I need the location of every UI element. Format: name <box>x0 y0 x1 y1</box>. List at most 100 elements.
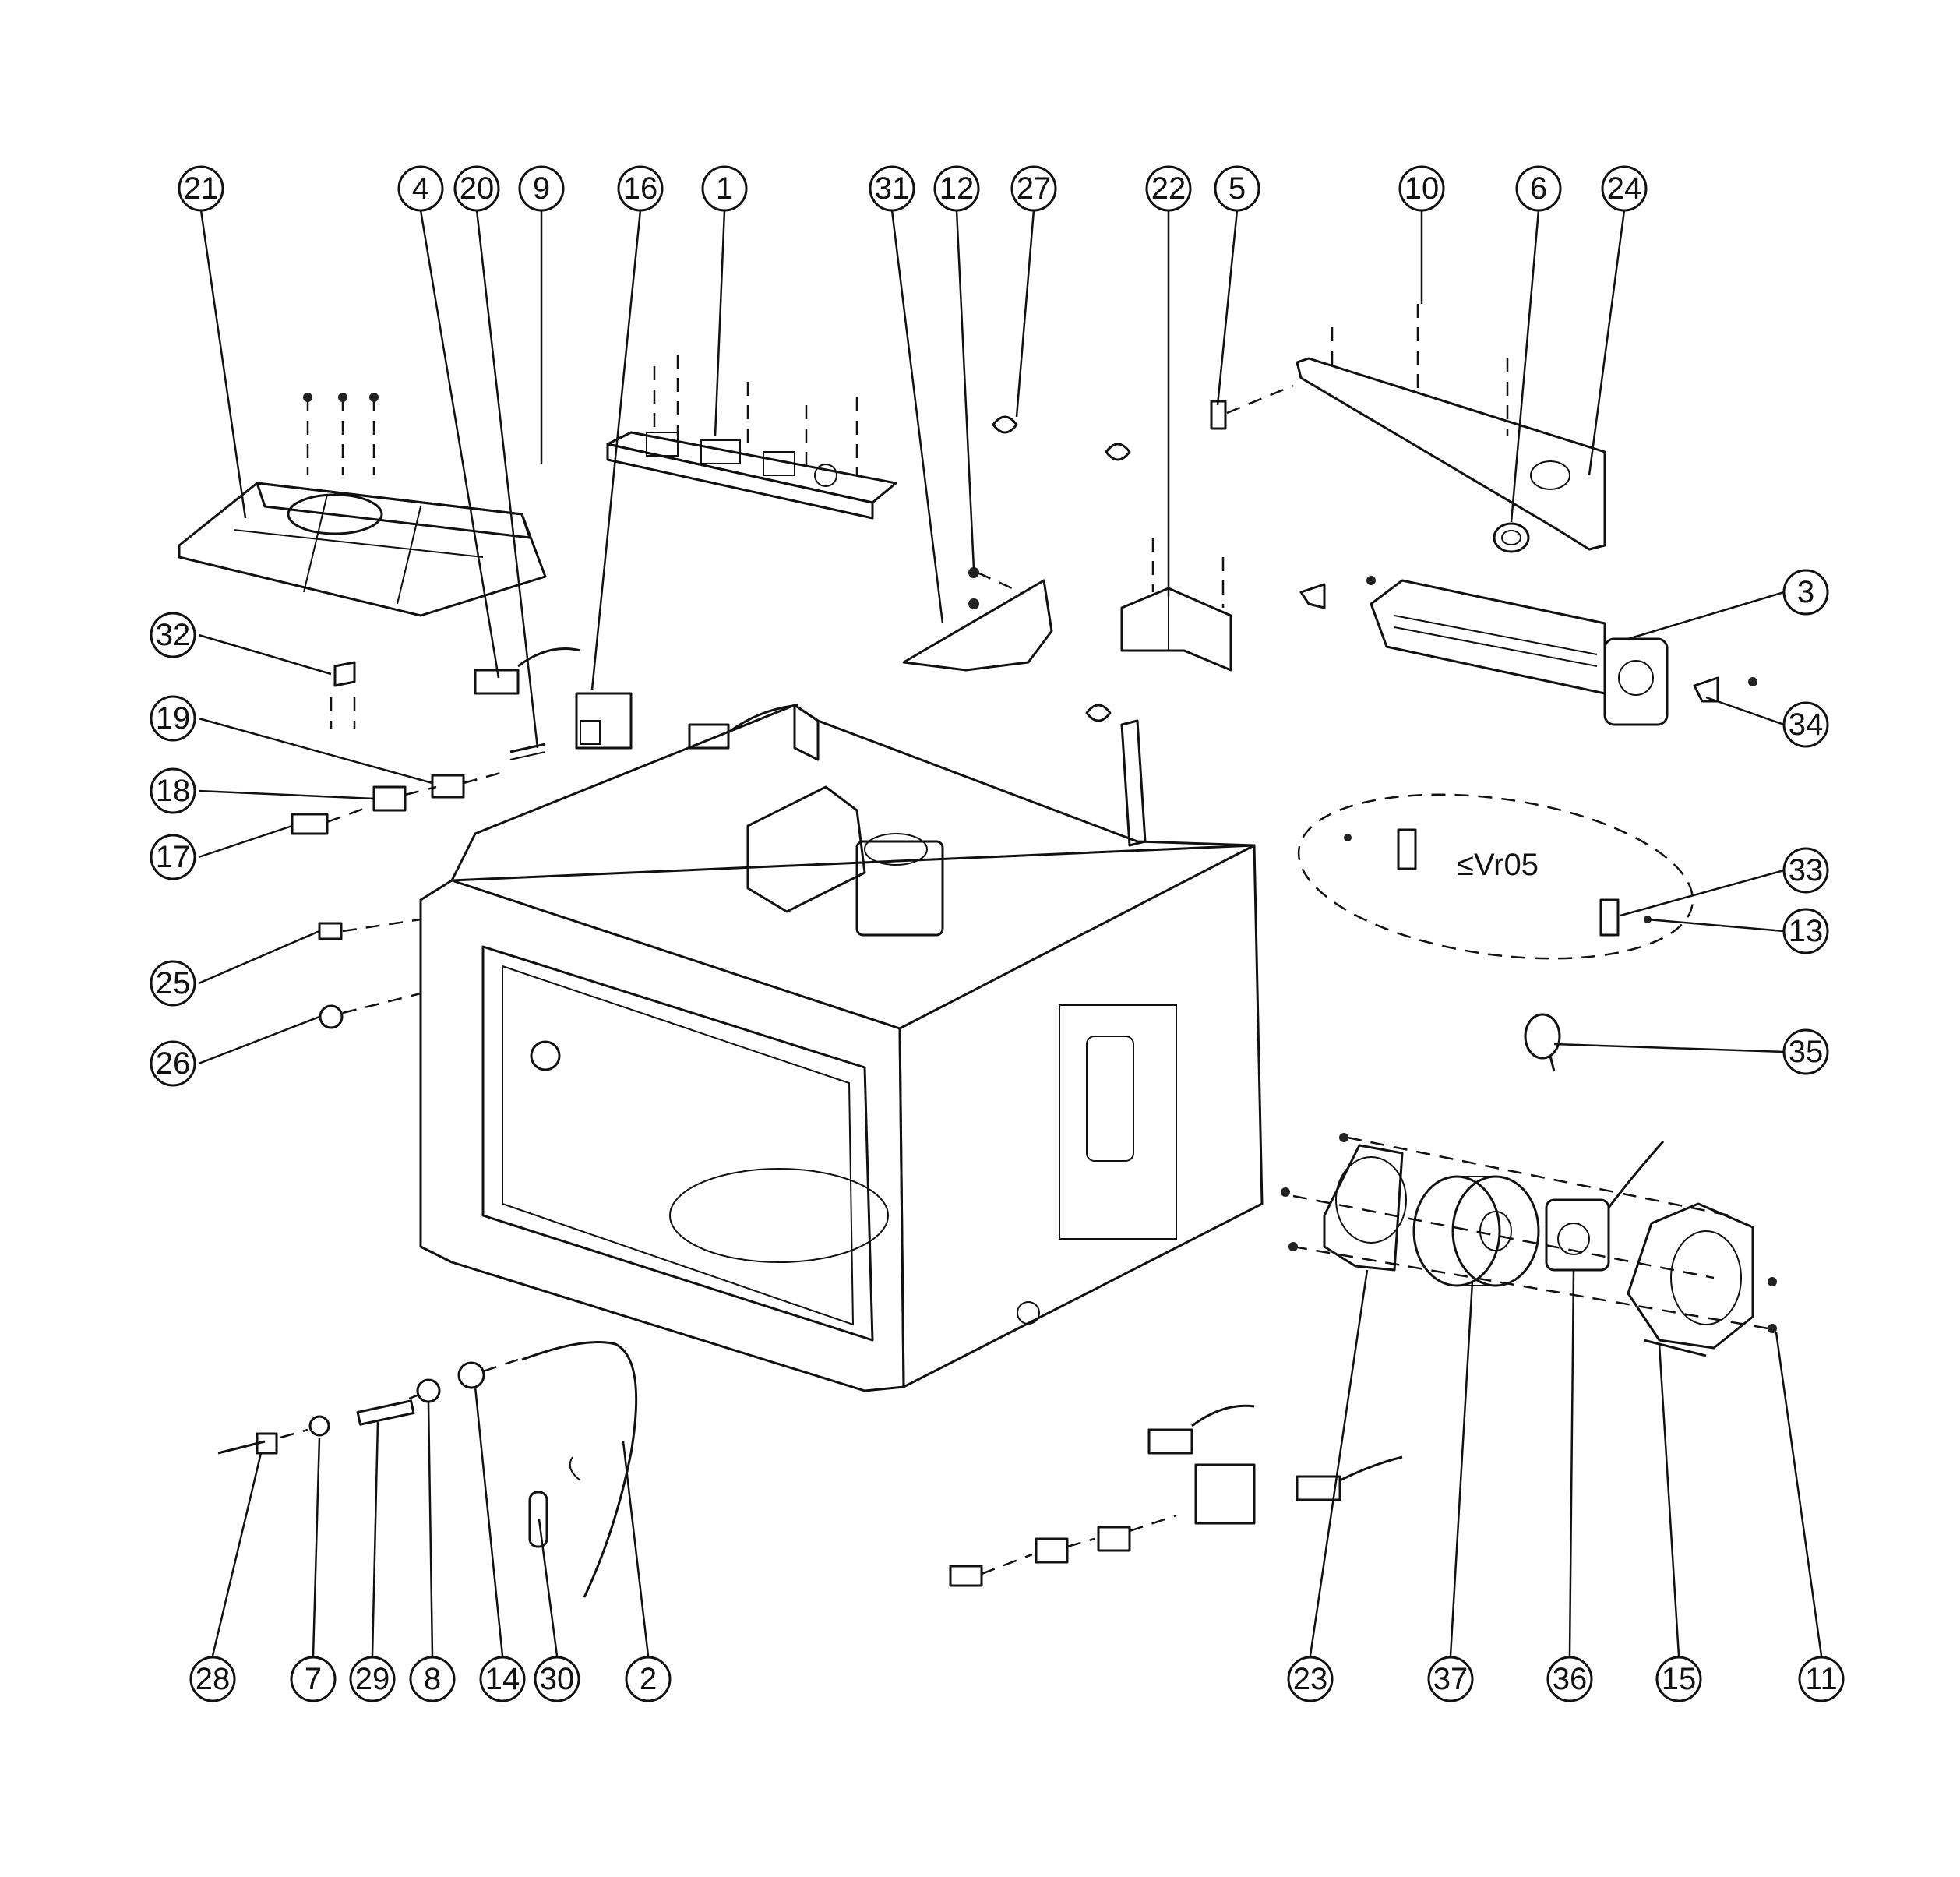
svg-text:3: 3 <box>1797 575 1814 609</box>
callout-19: 19 <box>150 695 196 742</box>
part-15-motor-housing <box>1627 1202 1754 1357</box>
callout-17: 17 <box>150 834 196 880</box>
svg-text:10: 10 <box>1405 171 1440 206</box>
svg-text:34: 34 <box>1789 707 1824 742</box>
svg-text:16: 16 <box>623 171 658 206</box>
part-8-washer <box>408 1378 441 1403</box>
callout-28: 28 <box>189 1656 236 1702</box>
callout-26: 26 <box>150 1040 196 1087</box>
part-7-washer <box>280 1415 330 1439</box>
svg-text:6: 6 <box>1530 171 1547 206</box>
callout-16: 16 <box>617 165 664 212</box>
svg-text:27: 27 <box>1017 171 1052 206</box>
svg-text:23: 23 <box>1293 1662 1328 1696</box>
callout-3: 3 <box>1782 569 1829 616</box>
part-3-cross-flow-fan <box>1299 576 1669 726</box>
callout-2: 2 <box>625 1656 672 1702</box>
svg-text:31: 31 <box>875 171 910 206</box>
svg-text:36: 36 <box>1553 1662 1588 1696</box>
part-30-gasket <box>528 1491 548 1548</box>
part-27-wire-clip <box>992 415 1131 722</box>
part-24-mounting-rail <box>1296 304 1606 551</box>
callout-5: 5 <box>1214 165 1260 212</box>
part-23-fan-housing-plate <box>1281 1133 1769 1330</box>
callout-20: 20 <box>453 165 500 212</box>
callout-18: 18 <box>150 767 196 814</box>
part-19-switch <box>431 770 507 799</box>
svg-text:33: 33 <box>1789 853 1824 887</box>
svg-text:17: 17 <box>156 840 191 874</box>
callout-32: 32 <box>150 612 196 658</box>
callout-9: 9 <box>518 165 565 212</box>
version-note: ≤Vr05 <box>1457 848 1539 882</box>
part-switch-assembly-lower <box>949 1404 1403 1587</box>
svg-text:5: 5 <box>1229 171 1246 206</box>
callout-29: 29 <box>349 1656 396 1702</box>
part-37-blower-wheel <box>1412 1175 1540 1287</box>
callout-21: 21 <box>178 165 224 212</box>
callout-23: 23 <box>1287 1656 1334 1702</box>
svg-text:14: 14 <box>485 1662 520 1696</box>
svg-text:26: 26 <box>156 1046 191 1081</box>
callout-22: 22 <box>1145 165 1192 212</box>
part-25-fastener <box>318 918 421 940</box>
svg-text:11: 11 <box>1805 1662 1838 1696</box>
callout-1: 1 <box>701 165 748 212</box>
callout-7: 7 <box>290 1656 337 1702</box>
svg-text:24: 24 <box>1607 171 1642 206</box>
svg-text:7: 7 <box>305 1662 322 1696</box>
svg-text:32: 32 <box>156 618 191 652</box>
callout-6: 6 <box>1515 165 1562 212</box>
svg-text:13: 13 <box>1789 914 1824 948</box>
part-34-fan-bracket <box>1693 676 1757 703</box>
part-22-bracket <box>1120 538 1232 672</box>
version-variant-region <box>1297 793 1694 960</box>
callout-8: 8 <box>409 1656 456 1702</box>
callout-33: 33 <box>1782 847 1829 894</box>
callout-15: 15 <box>1655 1656 1702 1702</box>
svg-text:28: 28 <box>196 1662 231 1696</box>
svg-text:4: 4 <box>412 171 429 206</box>
svg-text:2: 2 <box>640 1662 657 1696</box>
svg-text:25: 25 <box>156 966 191 1000</box>
svg-text:12: 12 <box>939 171 975 206</box>
callout-31: 31 <box>869 165 915 212</box>
part-17-switch-holder <box>291 805 371 835</box>
part-2-wire-harness <box>521 1341 638 1598</box>
part-6-bushing <box>1493 522 1530 553</box>
svg-text:20: 20 <box>460 171 495 206</box>
callout-30: 30 <box>534 1656 580 1702</box>
svg-text:35: 35 <box>1789 1035 1824 1069</box>
part-11-screw <box>1768 1277 1777 1333</box>
svg-text:9: 9 <box>533 171 550 206</box>
callout-11: 11 <box>1798 1656 1845 1702</box>
callout-36: 36 <box>1546 1656 1593 1702</box>
callout-34: 34 <box>1782 701 1829 748</box>
part-1-control-board <box>606 355 897 520</box>
callout-37: 37 <box>1427 1656 1474 1702</box>
part-36-blower-motor <box>1545 1141 1665 1272</box>
callout-13: 13 <box>1782 908 1829 954</box>
svg-text:22: 22 <box>1151 171 1186 206</box>
part-14-nut <box>457 1358 519 1389</box>
svg-text:21: 21 <box>184 171 219 206</box>
part-26-nut <box>319 992 421 1029</box>
callout-27: 27 <box>1010 165 1057 212</box>
part-35-cable-clamp <box>1524 1013 1561 1072</box>
svg-text:29: 29 <box>355 1662 390 1696</box>
part-31-shield-plate <box>902 567 1053 672</box>
svg-text:18: 18 <box>156 774 191 808</box>
part-16-switch-assembly-upper <box>474 647 799 760</box>
callout-10: 10 <box>1398 165 1445 212</box>
svg-text:30: 30 <box>540 1662 575 1696</box>
svg-text:37: 37 <box>1433 1662 1468 1696</box>
callout-14: 14 <box>479 1656 526 1702</box>
part-28-shaft <box>217 1432 278 1455</box>
part-32-clip <box>330 661 356 729</box>
part-5-clip <box>1210 384 1294 430</box>
svg-text:1: 1 <box>716 171 733 206</box>
callout-35: 35 <box>1782 1028 1829 1075</box>
callout-12: 12 <box>933 165 980 212</box>
callout-4: 4 <box>397 165 444 212</box>
